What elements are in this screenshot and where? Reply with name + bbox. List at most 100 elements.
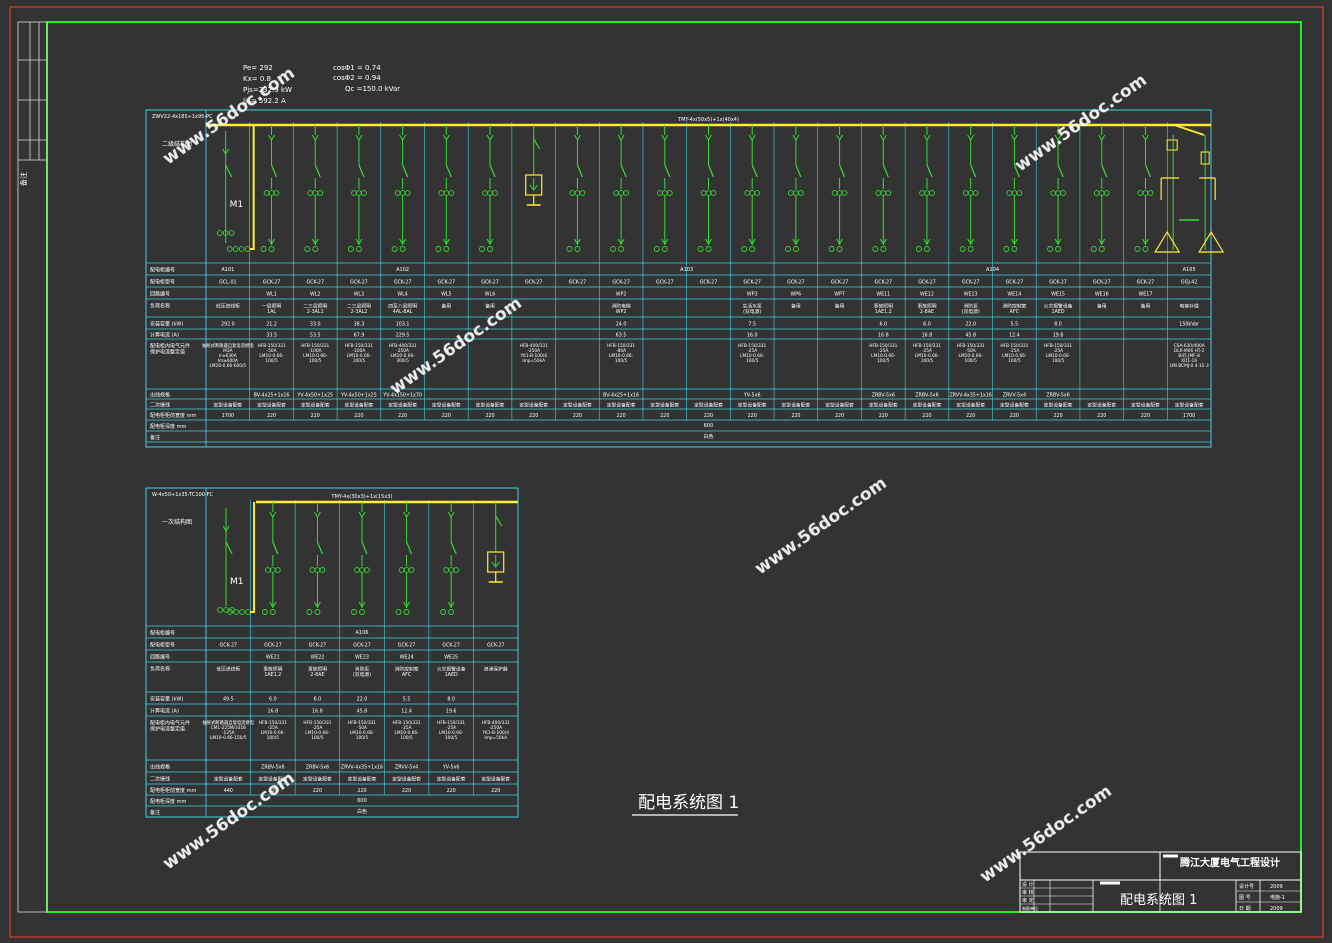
cell-load: 备用 <box>1141 303 1151 310</box>
cell-sec: 定型设备配套 <box>213 402 242 409</box>
breaker-blade <box>795 164 802 178</box>
terminal <box>440 609 447 615</box>
cap-feed <box>1173 124 1205 136</box>
cell-sec: 定型设备配套 <box>257 402 286 409</box>
incoming-cable-label: W-4x50+1x35-TC100-FC <box>152 492 214 498</box>
watermark-2: www.56doc.com <box>1011 70 1150 176</box>
breaker-blade <box>926 164 933 178</box>
cell-cable: YV-4x50+1x25 <box>340 393 377 399</box>
ct-coil <box>929 190 935 196</box>
cell-cap: 5.5 <box>403 697 411 703</box>
cell-cap: 6.0 <box>269 697 277 703</box>
terminal <box>836 246 843 252</box>
cell-model: GCK-27 <box>743 280 761 286</box>
cell-model: GCK-27 <box>875 280 893 286</box>
cell-cur: 45.8 <box>357 709 368 715</box>
cell-sec: 定型设备配套 <box>303 776 332 783</box>
ct-coil <box>268 190 275 196</box>
tb-label-approve: 审 定 <box>1022 897 1034 904</box>
plug-symbol <box>792 134 800 141</box>
plug-symbol <box>661 238 669 245</box>
ct-coil <box>1011 190 1018 196</box>
plug-symbol <box>967 238 975 245</box>
cell-model: GCK-27 <box>220 643 238 649</box>
depth-value: 600 <box>704 423 714 429</box>
ct-coil <box>1103 190 1110 196</box>
breaker-blade <box>406 541 413 555</box>
cell-width: 220 <box>485 413 494 419</box>
cell-sec: 定型设备配套 <box>913 402 942 409</box>
cell-width: 1700 <box>1183 413 1195 419</box>
plug-symbol <box>617 238 625 245</box>
cell-sec: 定型设备配套 <box>1044 402 1073 409</box>
cabinet-group-label: A101 <box>221 267 234 273</box>
cell-circuit: WE21 <box>266 655 280 661</box>
cell-circuit: WP7 <box>834 292 845 298</box>
side-label: 备注 <box>19 172 28 186</box>
ct-coil <box>666 190 673 196</box>
plug-symbol <box>748 134 756 141</box>
cell-sec: 定型设备配套 <box>563 402 592 409</box>
plug-symbol <box>879 134 887 141</box>
cell-model: GCK-27 <box>394 280 412 286</box>
plug-symbol <box>314 601 321 608</box>
terminal <box>233 609 239 615</box>
cell-circuit: WE23 <box>355 655 369 661</box>
cell-sec: 定型设备配套 <box>1087 402 1116 409</box>
cell-sec: 定型设备配套 <box>607 402 636 409</box>
param-qc: Qc =150.0 kVar <box>345 85 400 93</box>
ct-coil <box>356 190 362 196</box>
cell-width: 220 <box>1010 413 1019 419</box>
left-strip: 备注 <box>17 21 48 913</box>
cell-sec: 定型设备配套 <box>956 402 985 409</box>
ct-coil <box>793 190 799 196</box>
cell-cur: 12.4 <box>1009 333 1020 339</box>
feeder-circuit-12 <box>741 125 761 252</box>
plug-symbol <box>268 134 275 141</box>
cell-load: 低压进线柜 <box>216 303 240 310</box>
plug-symbol <box>923 134 931 141</box>
terminal <box>238 246 245 252</box>
plug-symbol <box>269 511 277 518</box>
cell-model: GCK-27 <box>1137 280 1155 286</box>
plug-symbol <box>403 601 410 608</box>
feeder-circuit-1 <box>261 502 281 615</box>
ct-coil <box>700 190 707 196</box>
plug-symbol <box>311 134 319 141</box>
breaker-blade <box>1013 164 1020 178</box>
terminal <box>1090 246 1097 252</box>
param-ijs: Ijs= 592.2 A <box>243 97 286 105</box>
incoming-feed <box>250 502 256 613</box>
ct-coil <box>962 190 969 196</box>
breaker-blade <box>620 164 627 178</box>
cell-load: 低压进线柜 <box>216 666 240 673</box>
row-header: 配电柜编号 <box>150 630 175 637</box>
cell-load: 备用 <box>835 303 845 310</box>
breaker-blade <box>489 164 496 178</box>
cell-model: GCK-27 <box>700 280 718 286</box>
cell-circuit: WP6 <box>791 292 802 298</box>
plug-symbol <box>403 511 410 518</box>
cell-cap: 150kVar <box>1179 322 1199 328</box>
cell-cap: 22.0 <box>357 697 368 703</box>
feeder-circuit-4 <box>391 125 411 252</box>
feeder-circuit-3 <box>351 502 370 615</box>
ct-coil <box>312 190 319 196</box>
ct-coil <box>754 190 761 196</box>
plug-symbol <box>617 134 625 141</box>
ct-coil <box>265 567 271 573</box>
cell-sec: 定型设备配套 <box>348 776 377 783</box>
cell-width: 220 <box>573 413 582 419</box>
terminal <box>705 246 712 252</box>
cell-cur: 16.8 <box>268 709 279 715</box>
row-header: 配电柜深度 mm <box>150 798 186 805</box>
ct-coil <box>1142 190 1149 196</box>
note-value: 白色 <box>703 433 713 440</box>
cell-model: GCK-27 <box>1093 280 1111 286</box>
